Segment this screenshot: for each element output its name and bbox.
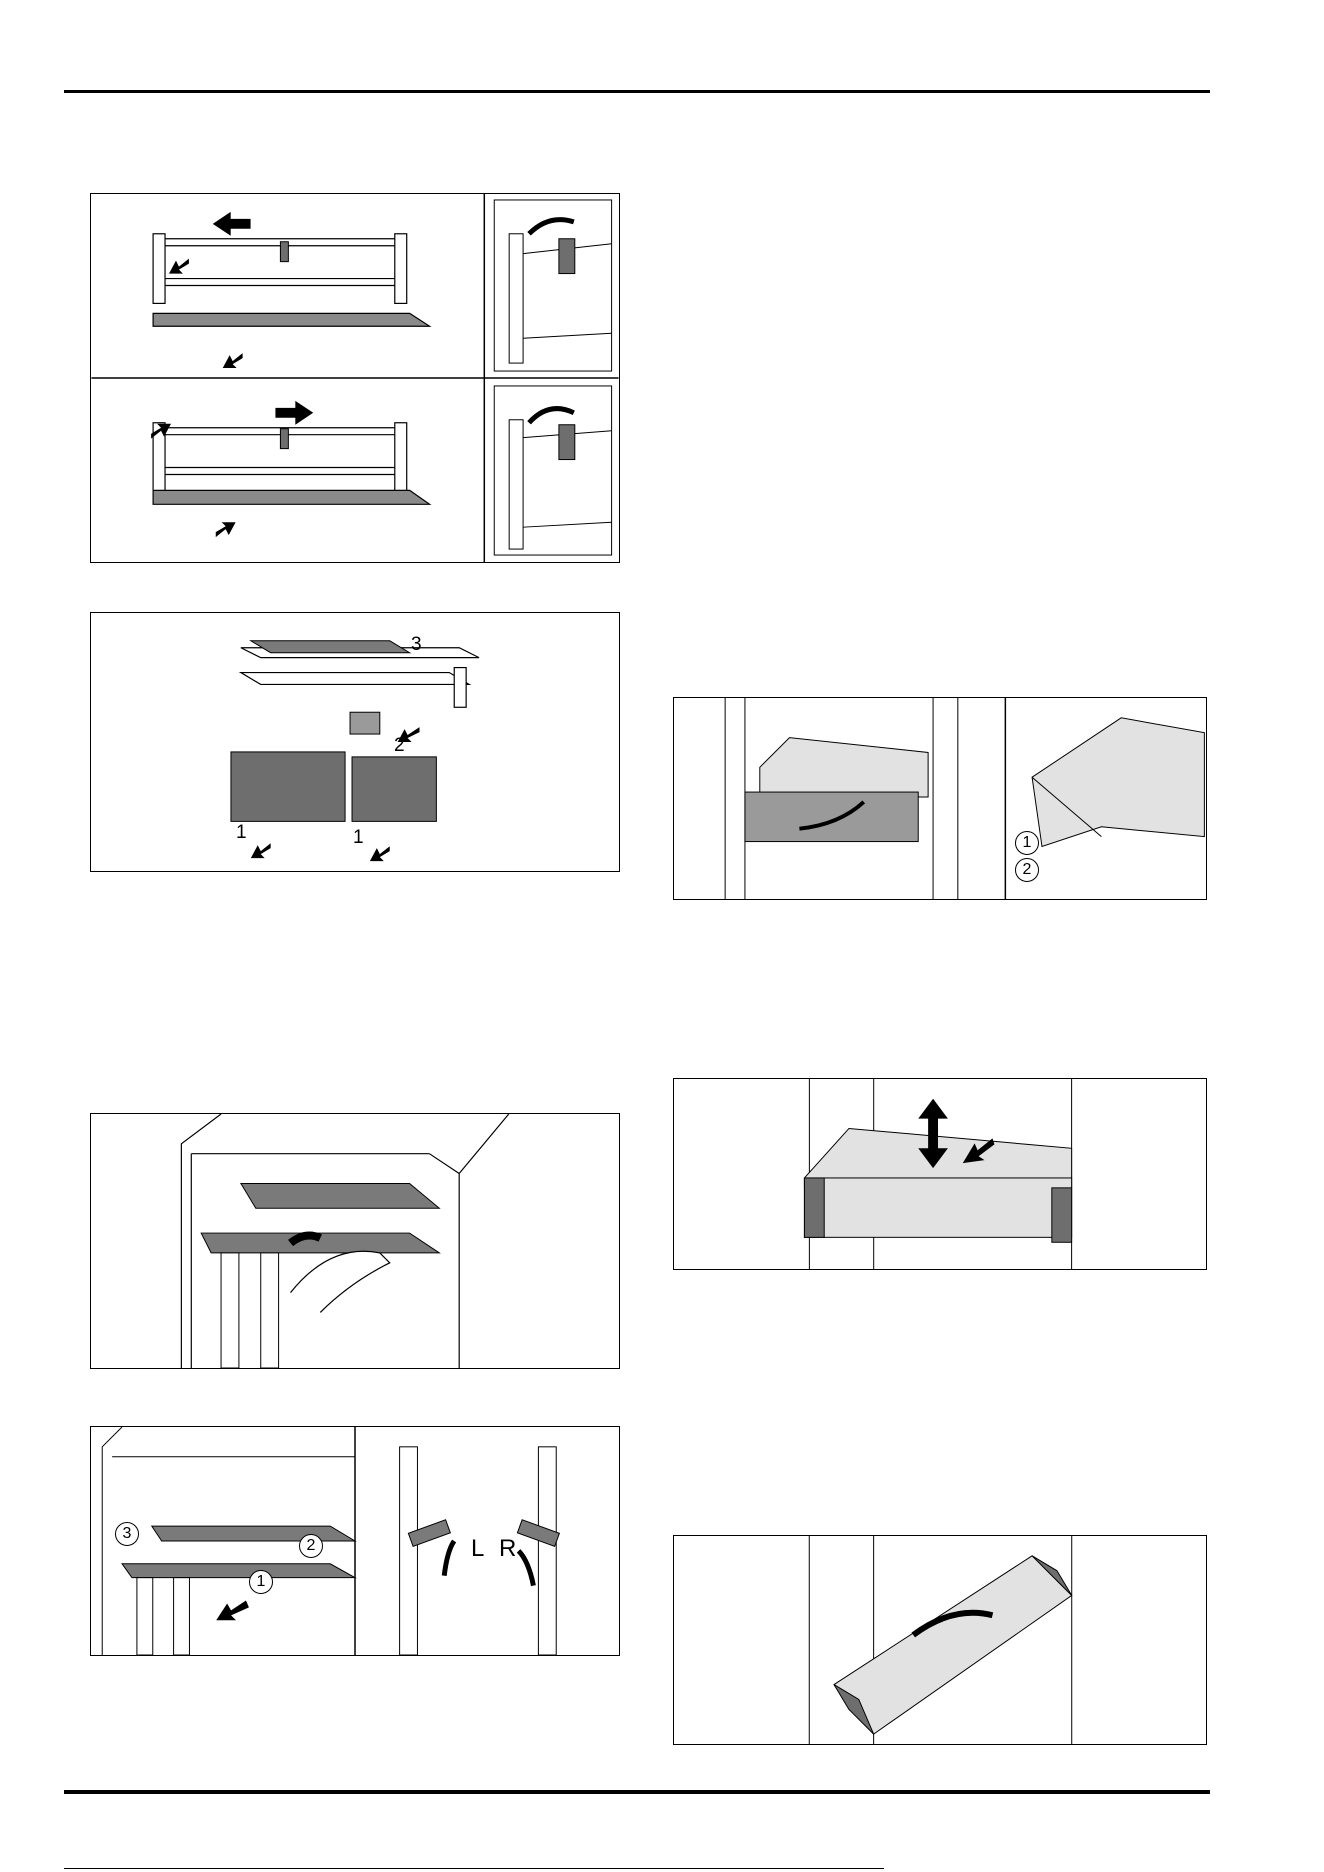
figure-shelf-brackets-letter-r: R: [499, 1537, 516, 1561]
figure-drawer-tilt: [673, 1535, 1207, 1745]
figure-drawer-tilt-drawing: [674, 1536, 1206, 1744]
figure-drawer-removal-label-2: 2: [394, 736, 405, 755]
figure-drawer-removal-label-1b: 1: [353, 828, 364, 847]
figure-shelf-brackets-label-3: 3: [115, 1522, 139, 1546]
figure-drawer-adjust-height: [673, 1078, 1207, 1270]
figure-drawer-removal-label-3: 3: [411, 635, 422, 654]
header-rule: [64, 90, 1210, 93]
figure-drawer-adjust-height-drawing: [674, 1079, 1206, 1269]
figure-shelf-brackets-label-2: 2: [299, 1534, 323, 1558]
figure-shelf-brackets-letter-l: L: [471, 1537, 484, 1561]
figure-shelf-insert: [90, 1113, 620, 1369]
figure-shelf-brackets: 3 2 1 L R: [90, 1426, 620, 1656]
figure-drawer-rail: 1 2: [673, 697, 1207, 900]
figure-shelf-adjust-drawing: [91, 194, 619, 562]
figure-shelf-adjust: [90, 193, 620, 563]
figure-shelf-insert-drawing: [91, 1114, 619, 1368]
footer-hairline: [64, 1868, 884, 1869]
figure-drawer-rail-label-1: 1: [1015, 831, 1039, 855]
figure-drawer-rail-label-2: 2: [1015, 858, 1039, 882]
figure-drawer-rail-drawing: [674, 698, 1206, 899]
figure-shelf-brackets-drawing: [91, 1427, 619, 1655]
figure-drawer-removal-label-1a: 1: [236, 823, 247, 842]
figure-shelf-brackets-label-1: 1: [249, 1570, 273, 1594]
footer-rule: [64, 1790, 1210, 1794]
figure-drawer-removal: 3 2 1 1: [90, 612, 620, 872]
